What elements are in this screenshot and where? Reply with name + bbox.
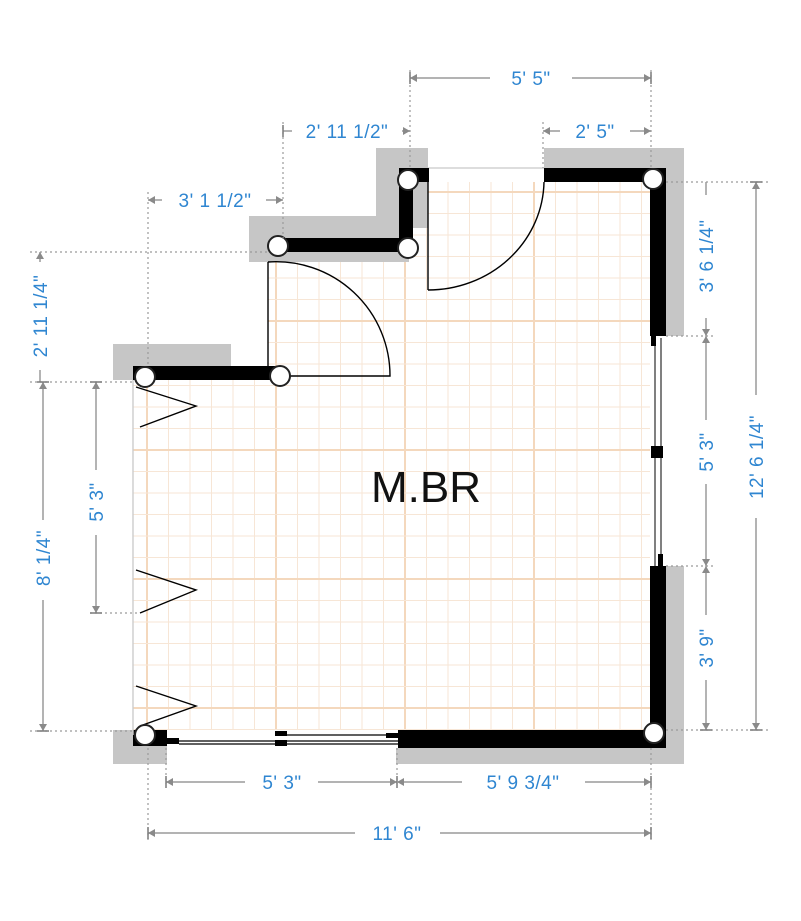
bottom-sliding-door (179, 731, 398, 746)
dim-top-overall: 5' 5" (511, 69, 550, 90)
dimension-labels: 5' 5" 2' 5" 2' 11 1/2" 3' 1 1/2" 2' 11 1… (31, 69, 768, 845)
room-label: M.BR (371, 463, 481, 512)
dim-right-window: 5' 3" (697, 432, 718, 471)
dimension-lines (36, 72, 762, 839)
floor-grid (133, 182, 650, 730)
dim-top-middle-step: 2' 11 1/2" (306, 122, 389, 143)
wall-nodes (134, 168, 665, 746)
dim-bottom-wall: 5' 9 3/4" (487, 773, 560, 794)
dim-right-lower: 3' 9" (697, 628, 718, 667)
dim-right-upper: 3' 6 1/4" (697, 220, 718, 293)
dim-left-overall: 8' 1/4" (34, 530, 55, 586)
dim-bottom-overall: 11' 6" (373, 824, 422, 845)
door-swing-left (267, 261, 391, 377)
dim-bottom-opening: 5' 3" (262, 773, 301, 794)
dim-top-left-step: 3' 1 1/2" (179, 191, 252, 212)
dim-right-overall: 12' 6 1/4" (747, 415, 768, 499)
dim-left-upper-step: 2' 11 1/4" (31, 275, 52, 358)
door-swing-top (427, 181, 545, 291)
dim-top-right-segment: 2' 5" (575, 122, 614, 143)
left-window (132, 380, 199, 735)
right-window (651, 336, 663, 566)
dim-left-window: 5' 3" (87, 482, 108, 521)
